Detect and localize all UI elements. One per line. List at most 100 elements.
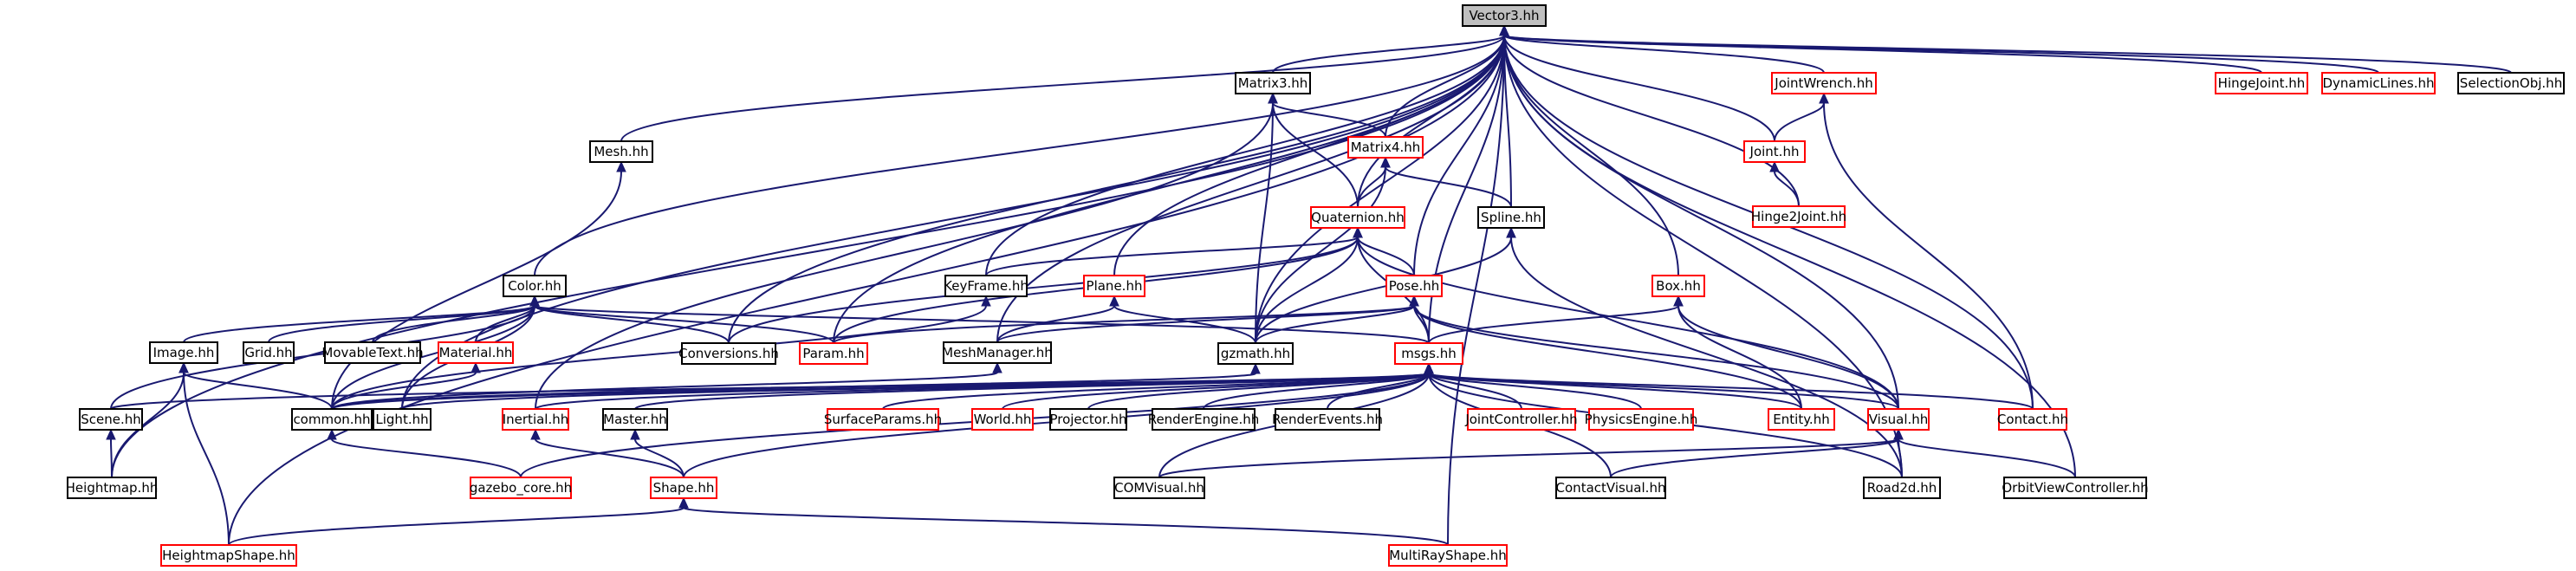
node-jointcontroller[interactable]: JointController.hh (1464, 408, 1578, 431)
edge-shape-to-master (630, 428, 685, 478)
node-mesh[interactable]: Mesh.hh (589, 140, 653, 163)
node-contact[interactable]: Contact.hh (1997, 408, 2068, 431)
node-renderengine[interactable]: RenderEngine.hh (1148, 408, 1260, 431)
node-box (470, 477, 572, 499)
node-world[interactable]: World.hh (971, 408, 1034, 431)
edge-entity-to-msgs (1424, 362, 1802, 410)
node-scene[interactable]: Scene.hh (79, 408, 143, 431)
node-gzmath[interactable]: gzmath.hh (1217, 342, 1294, 365)
node-box (943, 341, 1052, 364)
node-keyframe[interactable]: KeyFrame.hh (944, 275, 1028, 297)
node-box (1385, 275, 1443, 297)
node-vector3[interactable]: Vector3.hh (1462, 4, 1547, 27)
node-joint[interactable]: Joint.hh (1743, 140, 1806, 163)
node-selectionobj[interactable]: SelectionObj.hh (2457, 72, 2565, 94)
edge-hinge2joint-to-joint (1769, 160, 1800, 207)
node-hingejoint[interactable]: HingeJoint.hh (2215, 72, 2308, 94)
node-plane[interactable]: Plane.hh (1083, 275, 1145, 297)
node-box (1394, 342, 1463, 365)
edge-visual-to-quaternion (1353, 226, 1899, 410)
node-multirayshape[interactable]: MultiRayShape.hh (1388, 544, 1508, 567)
node-label: Joint.hh (1749, 144, 1800, 159)
node-box (1588, 408, 1694, 431)
node-box (1275, 408, 1380, 431)
node-label: HeightmapShape.hh (162, 548, 295, 563)
node-material[interactable]: Material.hh (438, 341, 514, 364)
node-box (160, 544, 297, 567)
node-box (1462, 4, 1547, 27)
node-contactvisual[interactable]: ContactVisual.hh (1555, 477, 1666, 499)
node-gazebo_core[interactable]: gazebo_core.hh (470, 477, 572, 499)
node-label: RenderEvents.hh (1272, 412, 1383, 427)
edge-common-to-mesh (331, 160, 626, 410)
node-label: Plane.hh (1087, 278, 1143, 294)
node-label: OrbitViewController.hh (2002, 480, 2148, 496)
node-label: Shape.hh (653, 480, 715, 496)
edge-joint-to-jointwrench (1774, 92, 1829, 142)
node-hinge2joint[interactable]: Hinge2Joint.hh (1751, 205, 1846, 228)
node-jointwrench[interactable]: JointWrench.hh (1771, 72, 1877, 94)
node-box (1049, 408, 1127, 431)
node-quaternion[interactable]: Quaternion.hh (1310, 206, 1405, 229)
node-box (243, 341, 295, 364)
node-label: Matrix4.hh (1351, 140, 1421, 155)
node-box (1310, 206, 1405, 229)
node-visual[interactable]: Visual.hh (1867, 408, 1930, 431)
edge-visual-to-pose (1409, 295, 1899, 410)
node-label: msgs.hh (1401, 346, 1457, 361)
node-movabletext[interactable]: MovableText.hh (321, 341, 424, 364)
node-msgs[interactable]: msgs.hh (1394, 342, 1463, 365)
node-conversions[interactable]: Conversions.hh (678, 342, 779, 365)
node-box (2003, 477, 2147, 499)
node-image[interactable]: Image.hh (149, 341, 218, 364)
node-box (1217, 342, 1294, 365)
node-box (502, 408, 569, 431)
edge-mesh-to-vector3 (620, 24, 1509, 142)
node-box (1743, 140, 1806, 163)
node-meshmanager[interactable]: MeshManager.hh (942, 341, 1053, 364)
node-label: gzmath.hh (1221, 346, 1290, 361)
node-physicsengine[interactable]: PhysicsEngine.hh (1585, 408, 1698, 431)
node-matrix4[interactable]: Matrix4.hh (1347, 136, 1424, 159)
node-heightmap[interactable]: Heightmap.hh (66, 477, 159, 499)
node-renderevents[interactable]: RenderEvents.hh (1272, 408, 1383, 431)
node-label: Entity.hh (1773, 412, 1829, 427)
node-shape[interactable]: Shape.hh (650, 477, 717, 499)
node-light[interactable]: Light.hh (373, 408, 431, 431)
node-entity[interactable]: Entity.hh (1768, 408, 1835, 431)
node-dynamiclines[interactable]: DynamicLines.hh (2321, 72, 2436, 94)
node-box (2215, 72, 2308, 94)
node-box (1083, 275, 1145, 297)
node-heightmapshape[interactable]: HeightmapShape.hh (160, 544, 297, 567)
node-grid[interactable]: Grid.hh (243, 341, 295, 364)
node-orbitviewcontroller[interactable]: OrbitViewController.hh (2002, 477, 2149, 499)
node-label: Box.hh (1656, 278, 1701, 294)
node-box (799, 342, 868, 365)
node-comvisual[interactable]: COMVisual.hh (1113, 477, 1205, 499)
node-master[interactable]: Master.hh (602, 408, 668, 431)
node-box[interactable]: Box.hh (1651, 275, 1705, 297)
node-common[interactable]: common.hh (291, 408, 373, 431)
node-label: Grid.hh (244, 345, 292, 360)
node-color[interactable]: Color.hh (503, 275, 567, 297)
node-box (2457, 72, 2565, 94)
edge-quaternion-to-vector3 (1357, 24, 1509, 208)
node-spline[interactable]: Spline.hh (1477, 206, 1545, 229)
node-param[interactable]: Param.hh (799, 342, 868, 365)
node-projector[interactable]: Projector.hh (1049, 408, 1127, 431)
edge-common-to-image (178, 361, 333, 410)
edge-gazebo_core-to-common (327, 428, 522, 478)
node-inertial[interactable]: Inertial.hh (502, 408, 569, 431)
node-box (1998, 408, 2067, 431)
edge-contactvisual-to-visual (1610, 428, 1904, 478)
node-surfaceparams[interactable]: SurfaceParams.hh (824, 408, 942, 431)
node-road2d[interactable]: Road2d.hh (1863, 477, 1941, 499)
node-box (291, 408, 373, 431)
node-box (1867, 408, 1930, 431)
node-label: KeyFrame.hh (944, 278, 1028, 294)
node-matrix3[interactable]: Matrix3.hh (1235, 72, 1311, 94)
node-label: Param.hh (802, 346, 864, 361)
node-pose[interactable]: Pose.hh (1385, 275, 1443, 297)
